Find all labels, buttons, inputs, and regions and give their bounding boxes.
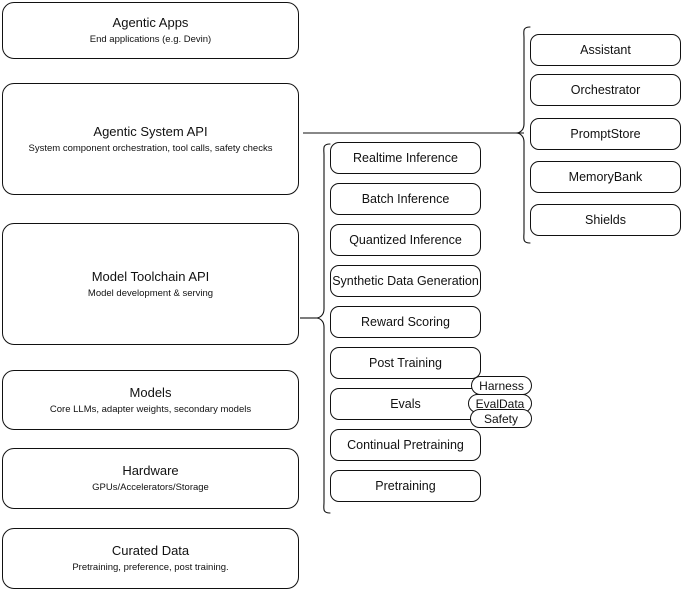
layer-subtitle: GPUs/Accelerators/Storage (92, 482, 209, 493)
layer-models[interactable]: Models Core LLMs, adapter weights, secon… (2, 370, 299, 430)
layer-model-toolchain-api[interactable]: Model Toolchain API Model development & … (2, 223, 299, 345)
capability-quantized-inference[interactable]: Quantized Inference (330, 224, 481, 256)
component-shields[interactable]: Shields (530, 204, 681, 236)
layer-subtitle: Model development & serving (87, 287, 214, 299)
layer-agentic-apps[interactable]: Agentic Apps End applications (e.g. Devi… (2, 2, 299, 59)
capability-continual-pretraining[interactable]: Continual Pretraining (330, 429, 481, 461)
capability-post-training[interactable]: Post Training (330, 347, 481, 379)
capability-reward-scoring[interactable]: Reward Scoring (330, 306, 481, 338)
layer-title: Curated Data (111, 543, 190, 558)
capability-evals[interactable]: Evals (330, 388, 481, 420)
layer-title: Agentic Apps (112, 15, 189, 30)
layer-title: Models (129, 384, 172, 400)
layer-subtitle: End applications (e.g. Devin) (89, 34, 212, 45)
layer-title: Model Toolchain API (91, 268, 210, 284)
component-promptstore[interactable]: PromptStore (530, 118, 681, 150)
component-assistant[interactable]: Assistant (530, 34, 681, 66)
evals-tag-harness[interactable]: Harness (471, 376, 532, 395)
bracket-toolchain-capabilities (315, 143, 331, 514)
layer-subtitle: Core LLMs, adapter weights, secondary mo… (49, 403, 252, 415)
layer-subtitle: System component orchestration, tool cal… (28, 142, 273, 154)
bracket-agentic-components (515, 26, 531, 244)
layer-title: Hardware (122, 463, 179, 478)
layer-title: Agentic System API (93, 123, 208, 139)
capability-pretraining[interactable]: Pretraining (330, 470, 481, 502)
component-memorybank[interactable]: MemoryBank (530, 161, 681, 193)
capability-batch-inference[interactable]: Batch Inference (330, 183, 481, 215)
component-orchestrator[interactable]: Orchestrator (530, 74, 681, 106)
capability-realtime-inference[interactable]: Realtime Inference (330, 142, 481, 174)
layer-hardware[interactable]: Hardware GPUs/Accelerators/Storage (2, 448, 299, 509)
evals-tag-safety[interactable]: Safety (470, 409, 532, 428)
capability-synthetic-data-generation[interactable]: Synthetic Data Generation (330, 265, 481, 297)
layer-subtitle: Pretraining, preference, post training. (72, 562, 229, 573)
layer-curated-data[interactable]: Curated Data Pretraining, preference, po… (2, 528, 299, 589)
layer-agentic-system-api[interactable]: Agentic System API System component orch… (2, 83, 299, 195)
